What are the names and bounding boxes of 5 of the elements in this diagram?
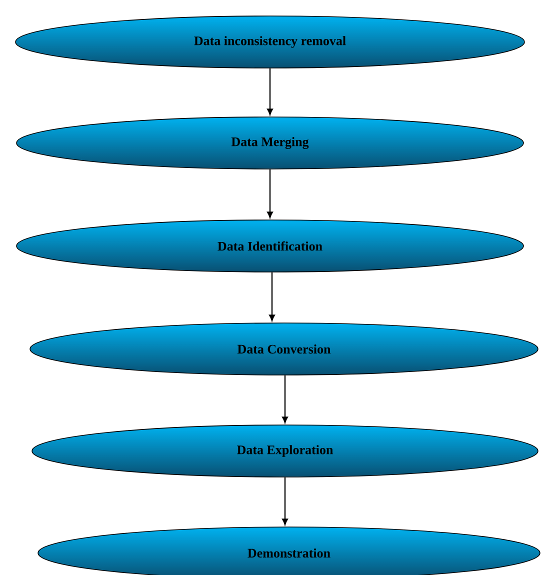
arrow: [282, 375, 288, 424]
arrow: [267, 68, 273, 116]
arrow: [269, 272, 275, 322]
arrow: [282, 477, 288, 526]
arrow: [267, 169, 273, 218]
